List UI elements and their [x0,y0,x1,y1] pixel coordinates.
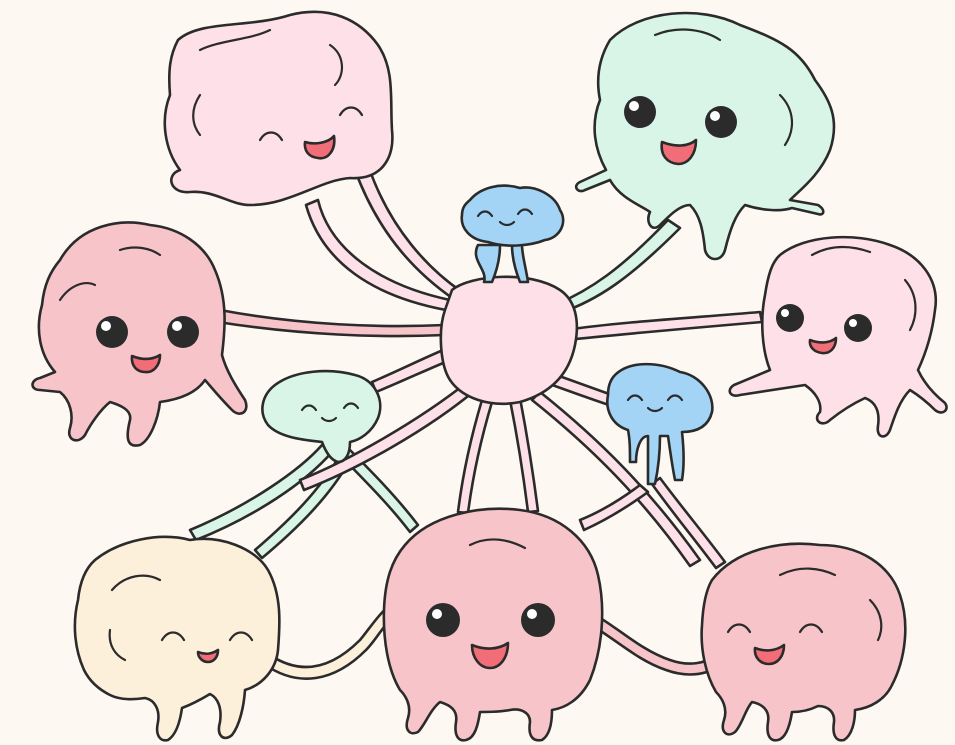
eye-left [426,603,460,637]
eye-right [705,106,737,138]
creature-top-left [165,12,393,205]
eye-right [521,603,555,637]
eye-right [167,316,199,348]
eye-left [624,96,656,128]
eye-left [96,316,128,348]
eye-left [776,304,804,332]
eye-right [844,314,872,342]
